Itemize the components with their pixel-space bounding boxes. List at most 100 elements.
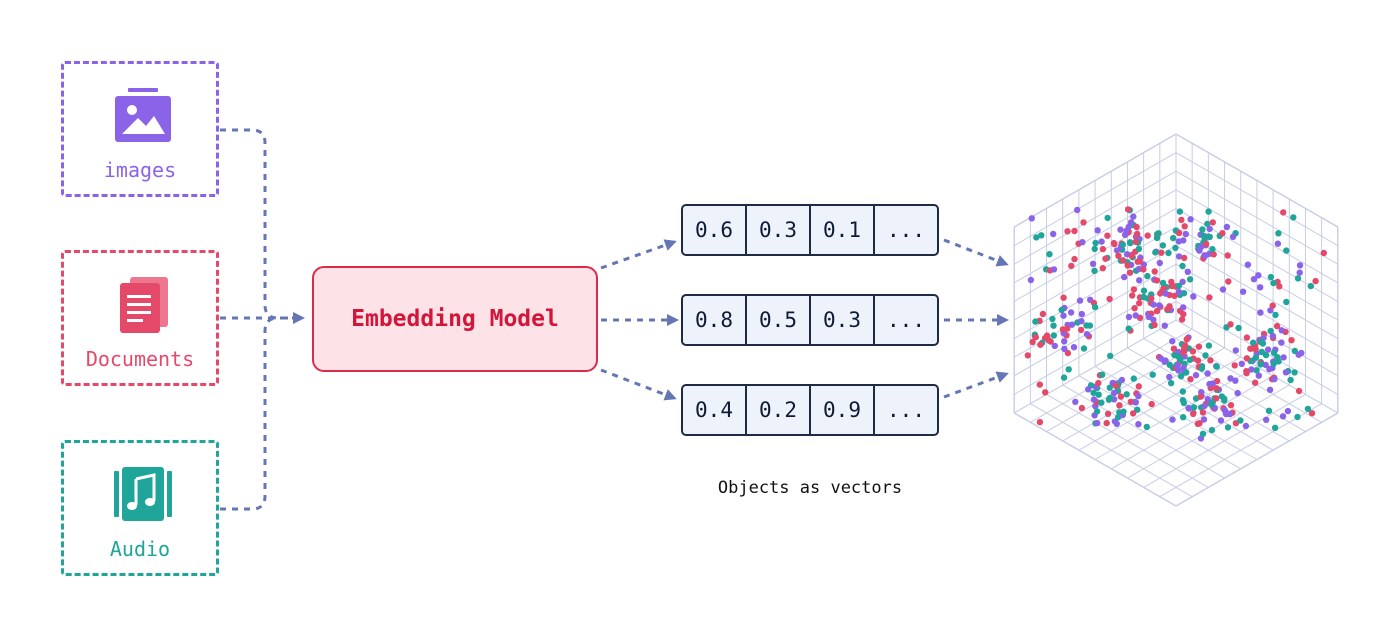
vector-point bbox=[1257, 338, 1265, 346]
vector-point bbox=[1104, 232, 1111, 239]
vector-point bbox=[1130, 286, 1138, 293]
vector-point bbox=[1098, 238, 1105, 245]
vector-point bbox=[1060, 294, 1067, 301]
vector-point bbox=[1149, 371, 1156, 378]
vector-point bbox=[1213, 385, 1220, 392]
vector-point bbox=[1221, 395, 1228, 402]
vector-point bbox=[1050, 332, 1058, 339]
vector-point bbox=[1307, 282, 1315, 290]
vector-point bbox=[1156, 302, 1163, 309]
vector-point bbox=[1099, 371, 1106, 378]
vector-point bbox=[1099, 265, 1107, 272]
vector-point bbox=[1190, 404, 1198, 411]
vector-row: 0.4 0.2 0.9 ... bbox=[681, 384, 939, 436]
vector-point bbox=[1064, 228, 1071, 235]
vector-point bbox=[1110, 389, 1118, 397]
vector-point bbox=[1130, 213, 1137, 220]
vector-point bbox=[1049, 315, 1056, 323]
source-audio-label: Audio bbox=[109, 537, 171, 561]
grid-line bbox=[1127, 384, 1290, 479]
grid-line bbox=[1111, 375, 1274, 470]
vector-point bbox=[1038, 232, 1045, 239]
vector-point bbox=[1262, 361, 1269, 369]
vector-space-cube bbox=[1013, 133, 1339, 507]
vector-point bbox=[1153, 277, 1161, 284]
vector-point bbox=[1148, 295, 1155, 302]
vector-point bbox=[1179, 262, 1186, 270]
source-documents-label: Documents bbox=[85, 347, 195, 371]
vector-point bbox=[1266, 386, 1274, 393]
vector-point bbox=[1175, 238, 1183, 245]
vector-point bbox=[1184, 268, 1192, 275]
vector-point bbox=[1320, 249, 1328, 257]
vector-point bbox=[1243, 368, 1250, 375]
vector-point bbox=[1110, 239, 1118, 247]
connector-audio bbox=[220, 316, 279, 511]
vector-point bbox=[1131, 305, 1138, 312]
vector-point bbox=[1123, 227, 1130, 234]
vector-point bbox=[1127, 219, 1135, 226]
vector-point bbox=[1159, 242, 1167, 249]
document-icon bbox=[120, 277, 168, 333]
grid-line bbox=[1175, 412, 1339, 507]
vector-point bbox=[1267, 327, 1274, 335]
vector-point bbox=[1198, 365, 1206, 372]
vector-cell: 0.5 bbox=[747, 296, 811, 344]
vector-point bbox=[1237, 417, 1244, 424]
vector-point bbox=[1269, 302, 1276, 309]
vector-point bbox=[1264, 346, 1272, 353]
vector-point bbox=[1064, 349, 1072, 357]
vector-point bbox=[1169, 416, 1176, 423]
vector-point bbox=[1200, 416, 1208, 423]
vector-point bbox=[1153, 234, 1161, 242]
vector-point bbox=[1150, 301, 1157, 308]
vector-cell: 0.2 bbox=[747, 386, 811, 434]
vector-point bbox=[1124, 262, 1131, 269]
grid-line bbox=[1013, 207, 1177, 302]
vector-point bbox=[1172, 244, 1179, 252]
vector-point bbox=[1202, 240, 1210, 248]
vector-point bbox=[1248, 366, 1255, 373]
vector-point bbox=[1119, 257, 1127, 264]
vector-point bbox=[1135, 392, 1142, 400]
vector-point bbox=[1103, 419, 1110, 427]
vector-point bbox=[1244, 261, 1252, 268]
vector-point bbox=[1050, 230, 1057, 238]
vector-point bbox=[1080, 219, 1087, 226]
grid-line bbox=[1013, 412, 1177, 507]
vector-point bbox=[1175, 367, 1182, 374]
vector-point bbox=[1271, 424, 1279, 431]
vector-point bbox=[1145, 313, 1153, 321]
grid-line bbox=[1159, 403, 1322, 498]
vector-point bbox=[1124, 206, 1132, 213]
source-connectors bbox=[220, 128, 305, 511]
grid-line bbox=[1013, 152, 1177, 247]
vector-point bbox=[1080, 345, 1088, 352]
vector-point bbox=[1156, 259, 1164, 267]
grid-line bbox=[1078, 375, 1241, 470]
vector-point bbox=[1050, 266, 1058, 273]
vector-point bbox=[1223, 223, 1231, 231]
vector-point bbox=[1201, 252, 1209, 260]
vector-point bbox=[1205, 342, 1213, 349]
vector-point bbox=[1243, 355, 1251, 362]
vector-point bbox=[1243, 334, 1251, 341]
vector-point bbox=[1239, 288, 1247, 295]
vector-point bbox=[1251, 379, 1259, 386]
vector-point bbox=[1278, 339, 1285, 346]
vector-point bbox=[1255, 372, 1263, 379]
vector-point bbox=[1117, 226, 1124, 233]
vector-point bbox=[1178, 216, 1185, 224]
vector-point bbox=[1150, 316, 1157, 323]
vector-point bbox=[1036, 381, 1044, 388]
vector-point bbox=[1060, 312, 1067, 319]
vector-point bbox=[1078, 404, 1086, 412]
vector-point bbox=[1074, 206, 1081, 214]
vector-point bbox=[1165, 249, 1172, 257]
vector-point bbox=[1266, 365, 1273, 373]
vector-point bbox=[1227, 375, 1234, 382]
vector-point bbox=[1136, 277, 1143, 284]
vector-point bbox=[1134, 406, 1141, 413]
vector-point bbox=[1161, 322, 1169, 329]
vector-point bbox=[1091, 303, 1099, 311]
